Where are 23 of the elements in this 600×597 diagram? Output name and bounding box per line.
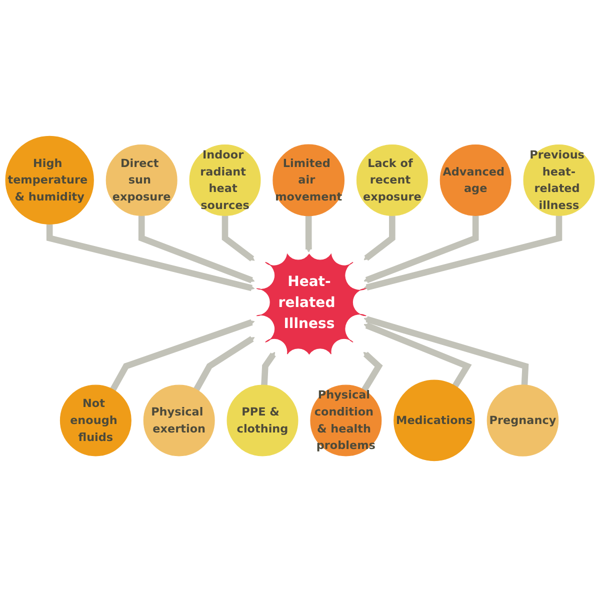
node-circle: Indoor radiant heat sources [189, 144, 261, 216]
arrow [261, 352, 276, 386]
arrow [110, 319, 255, 392]
node-circle: Lack of recent exposure [356, 144, 428, 216]
node-circle: Advanced age [440, 144, 512, 216]
node-circle: Pregnancy [486, 384, 559, 456]
node-circle: Medications [394, 380, 475, 462]
arrow [222, 216, 255, 262]
node-circle: Direct sun exposure [106, 144, 178, 216]
arrow [305, 216, 312, 253]
arrow [364, 322, 472, 388]
node-circle: Not enough fluids [60, 384, 132, 456]
arrow [364, 216, 562, 291]
arrow [362, 352, 383, 392]
arrow [364, 216, 396, 261]
node-circle: Physical exertion [143, 384, 215, 456]
arrow [364, 316, 529, 386]
arrow [46, 224, 255, 292]
arrow [364, 216, 479, 284]
node-circle: High temperature & humidity [5, 136, 94, 225]
arrow [194, 336, 255, 392]
arrow [138, 216, 255, 284]
node-circle: PPE & clothing [226, 384, 298, 456]
